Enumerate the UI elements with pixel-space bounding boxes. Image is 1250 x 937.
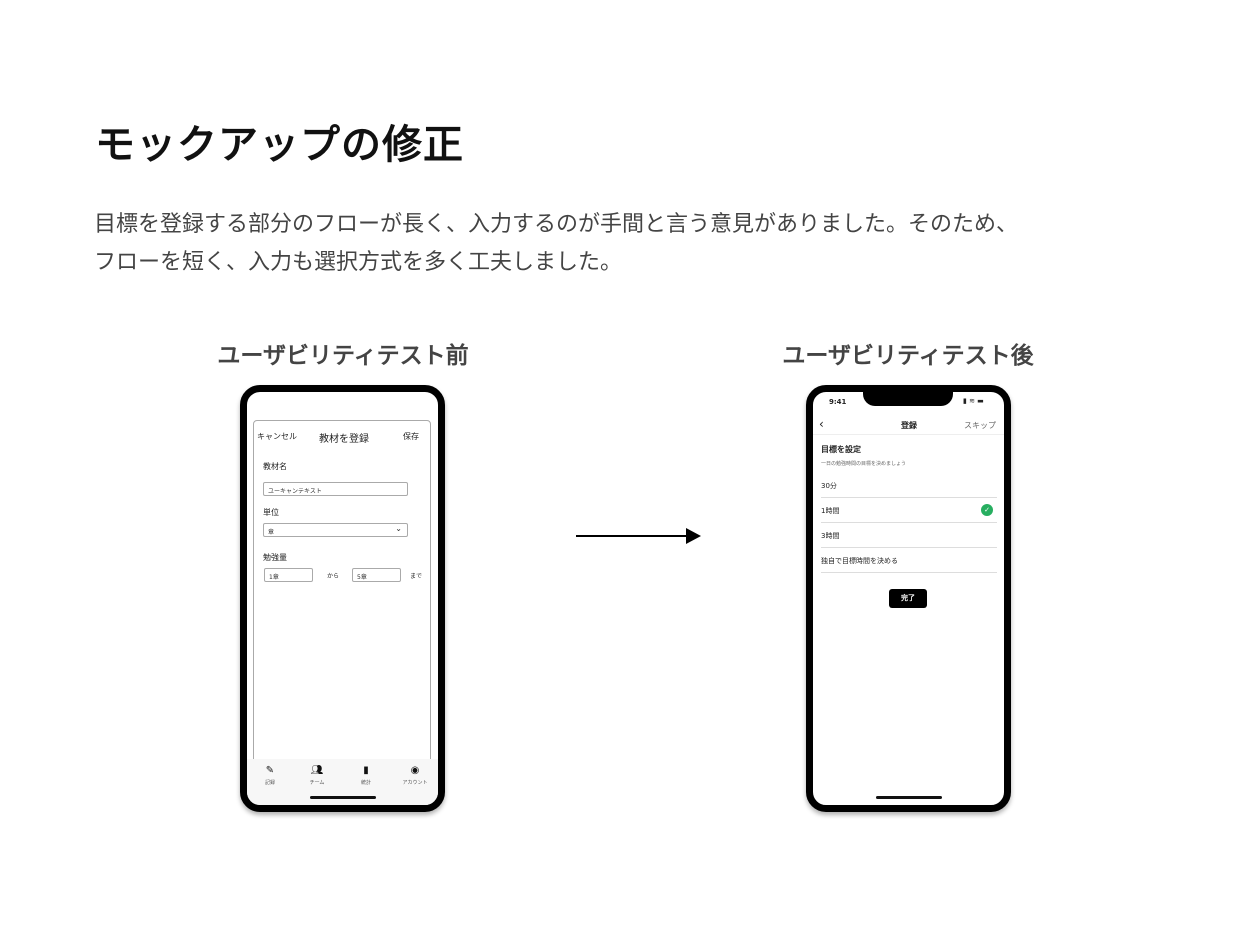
tab-label: アカウント [402, 780, 428, 786]
before-label: ユーザビリティテスト前 [217, 343, 469, 369]
chart-icon: ▮ [363, 765, 369, 776]
tab-label: 統計 [360, 780, 371, 786]
home-indicator [875, 796, 942, 799]
tab-label: チーム [309, 780, 325, 786]
section-subtitle: 一日の勉強時間の目標を決めましょう [821, 461, 907, 467]
back-icon[interactable]: ‹ [819, 417, 824, 431]
before-phone: キャンセル 教材を登録 保存 教材名 ユーキャンテキスト 単位 章⌄ 勉強量 1… [240, 385, 445, 812]
team-icon: 👥︎ [310, 765, 324, 776]
description: 目標を登録する部分のフローが長く、入力するのが手間と言う意見がありました。そのた… [94, 206, 1018, 282]
unit-value: 章 [268, 529, 275, 536]
unit-select[interactable]: 章⌄ [263, 523, 408, 537]
tab-account[interactable]: ◉ アカウント [395, 765, 435, 786]
tab-label: 記録 [264, 780, 275, 786]
option-label: 30分 [821, 482, 837, 490]
option-custom[interactable]: 独自で目標時間を決める [821, 548, 997, 573]
option-1hour[interactable]: 1時間 ✓ [821, 498, 997, 523]
page-title: モックアップの修正 [95, 122, 464, 168]
chevron-down-icon: ⌄ [395, 524, 402, 533]
screen-title: 登録 [901, 421, 917, 430]
unit-label: 単位 [263, 508, 279, 517]
description-line: 目標を登録する部分のフローが長く、入力するのが手間と言う意見がありました。そのた… [94, 212, 1019, 237]
tab-record[interactable]: ✎ 記録 [250, 765, 290, 786]
option-label: 1時間 [821, 507, 840, 515]
form-title: 教材を登録 [319, 434, 369, 445]
to-input[interactable]: 5章 [352, 568, 401, 582]
status-time: 9:41 [829, 398, 847, 406]
arrow-head-icon [686, 528, 701, 544]
arrow-line [576, 535, 688, 537]
after-label: ユーザビリティテスト後 [782, 343, 1034, 369]
to-text: まで [410, 573, 423, 580]
pencil-icon: ✎ [265, 765, 275, 776]
section-title: 目標を設定 [821, 445, 861, 454]
save-button[interactable]: 保存 [403, 432, 419, 441]
account-icon: ◉ [410, 765, 420, 776]
option-30min[interactable]: 30分 [821, 473, 997, 498]
name-input[interactable]: ユーキャンテキスト [263, 482, 408, 496]
notch [863, 392, 953, 406]
home-indicator [309, 796, 376, 799]
name-label: 教材名 [263, 462, 287, 471]
tab-team[interactable]: 👥︎ チーム [297, 765, 337, 786]
from-text: から [327, 573, 340, 580]
register-form: キャンセル 教材を登録 保存 教材名 ユーキャンテキスト 単位 章⌄ 勉強量 1… [253, 420, 431, 770]
skip-button[interactable]: スキップ [964, 421, 996, 430]
amount-label: 勉強量 [263, 553, 287, 562]
tab-stats[interactable]: ▮ 統計 [346, 765, 386, 786]
after-phone: 9:41 ▮ ≋ ▬ ‹ 登録 スキップ 目標を設定 一日の勉強時間の目標を決め… [806, 385, 1011, 812]
from-input[interactable]: 1章 [264, 568, 313, 582]
option-label: 独自で目標時間を決める [821, 557, 898, 565]
check-icon: ✓ [981, 504, 993, 516]
option-3hours[interactable]: 3時間 [821, 523, 997, 548]
done-button[interactable]: 完了 [889, 589, 927, 608]
description-line: フローを短く、入力も選択方式を多く工夫しました。 [94, 250, 623, 275]
status-icons: ▮ ≋ ▬ [963, 397, 984, 405]
option-label: 3時間 [821, 532, 840, 540]
tab-bar: ✎ 記録 👥︎ チーム ▮ 統計 ◉ アカウント [247, 759, 438, 805]
cancel-button[interactable]: キャンセル [257, 432, 297, 441]
